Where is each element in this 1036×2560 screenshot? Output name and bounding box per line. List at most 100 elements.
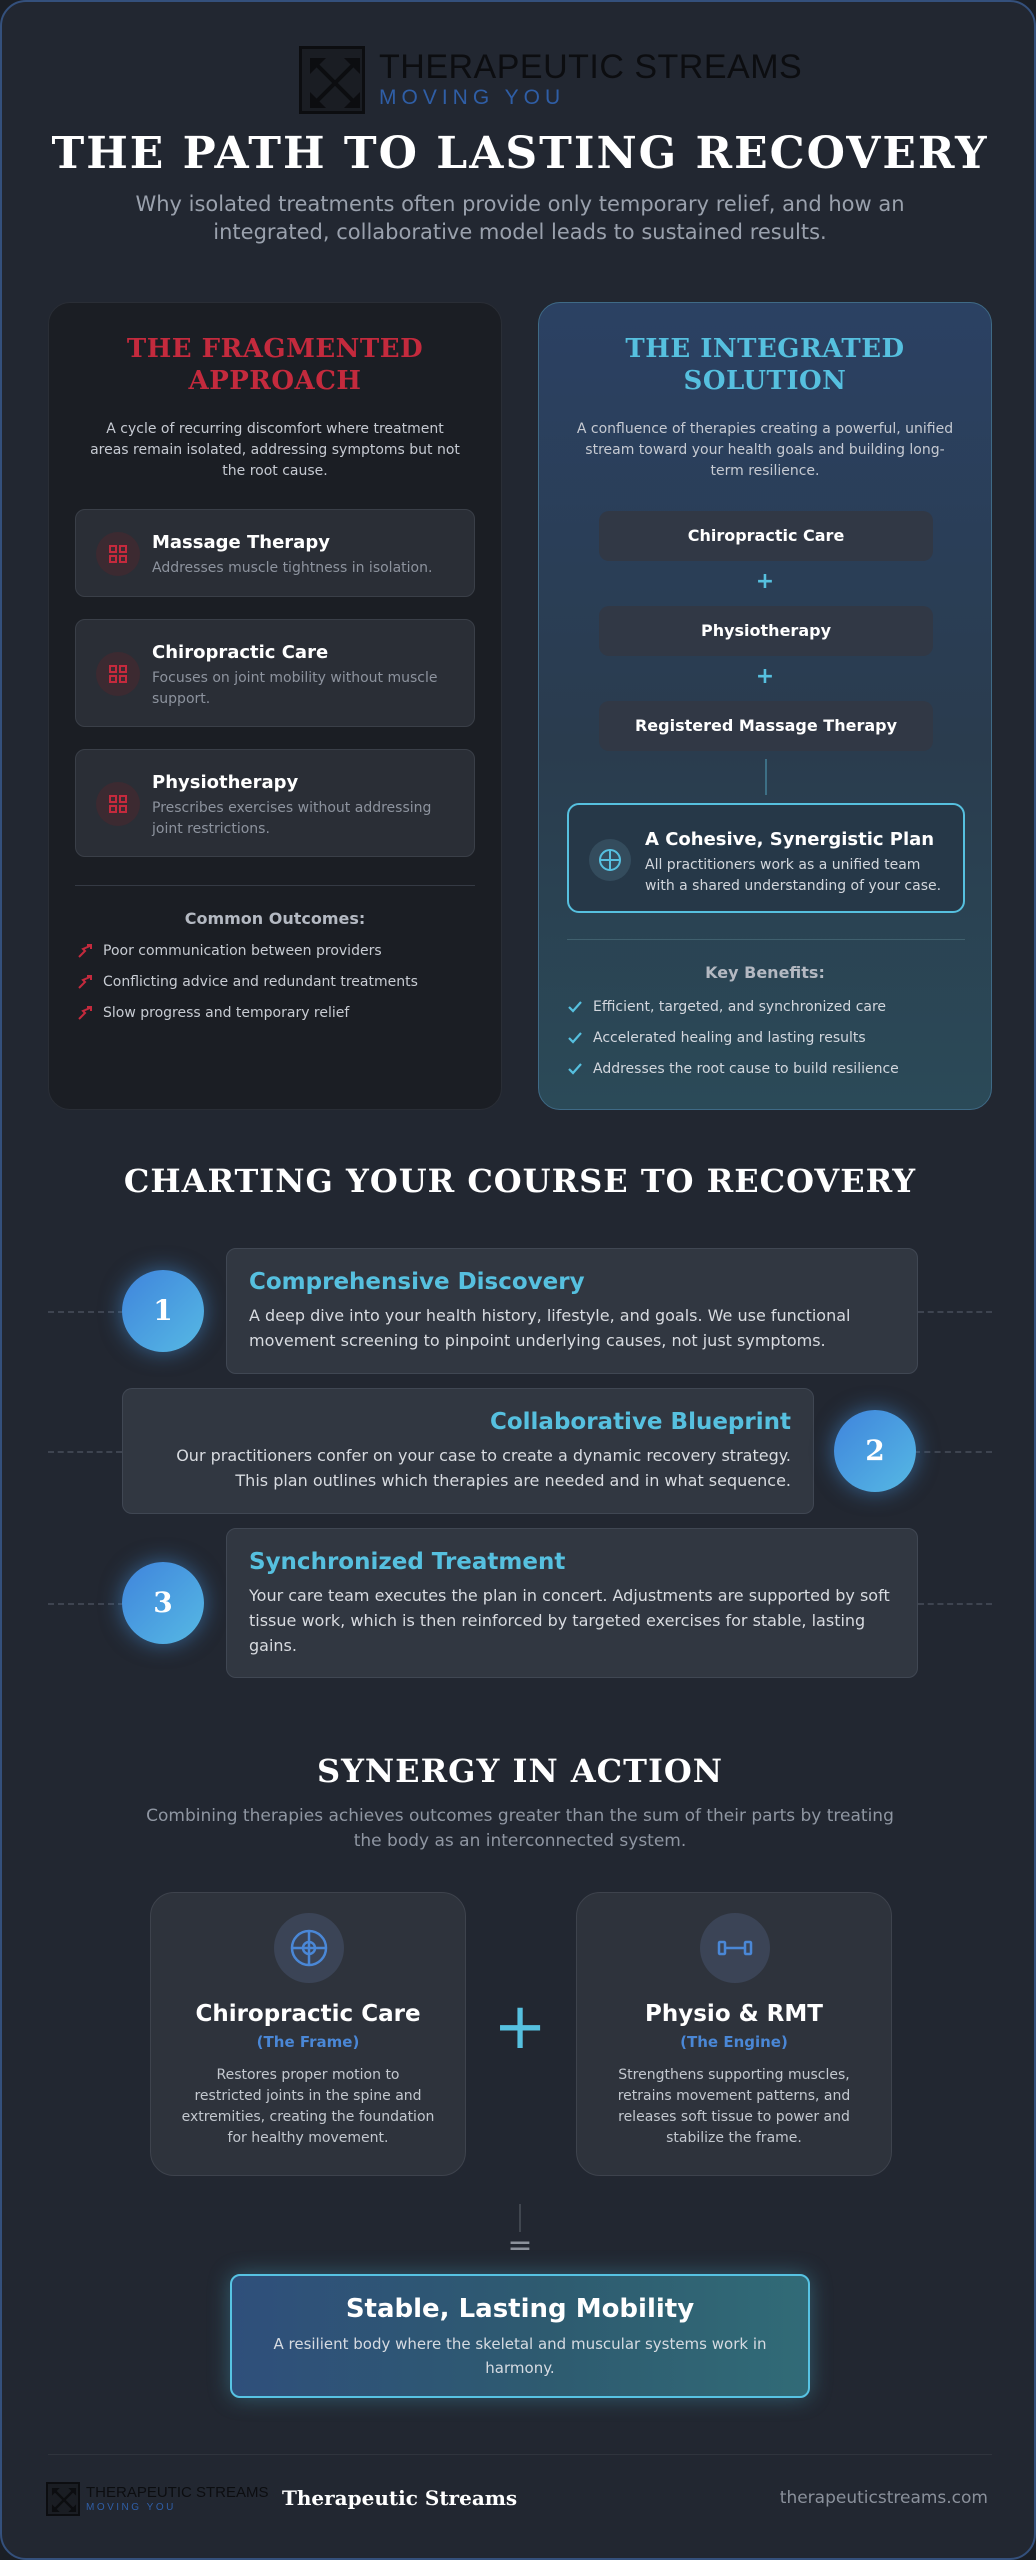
outcome-item: Poor communication between providers — [77, 943, 382, 959]
fragmented-card-title: Physiotherapy — [152, 772, 299, 793]
benefit-item: Accelerated healing and lasting results — [567, 1030, 866, 1046]
plus-sign: + — [755, 664, 775, 689]
synergy-card-title: Chiropractic Care — [195, 2001, 421, 2027]
step-description: Our practitioners confer on your case to… — [176, 1446, 791, 1490]
dashed-line — [914, 1451, 992, 1453]
step-number-1: 1 — [122, 1270, 204, 1352]
crosshair-icon — [589, 839, 631, 881]
benefits-title: Key Benefits: — [705, 963, 825, 982]
brand-logo: THERAPEUTIC STREAMS MOVING YOU — [299, 46, 802, 114]
benefit-item: Addresses the root cause to build resili… — [567, 1061, 899, 1077]
dashed-line — [48, 1311, 124, 1313]
fragmented-card-title: Chiropractic Care — [152, 642, 329, 663]
dumbbell-icon — [700, 1913, 770, 1983]
dashed-line — [48, 1603, 124, 1605]
therapy-pill: Registered Massage Therapy — [599, 701, 933, 751]
step-title: Synchronized Treatment — [249, 1549, 566, 1575]
page-subtitle: Why isolated treatments often provide on… — [135, 192, 905, 244]
fragmented-card-desc: Addresses muscle tightness in isolation. — [152, 560, 433, 576]
check-icon — [568, 1032, 582, 1044]
footer-brand: Therapeutic Streams — [282, 2486, 518, 2510]
step-description: A deep dive into your health history, li… — [249, 1306, 851, 1350]
check-icon — [568, 1063, 582, 1075]
footer-logo-tagline: MOVING YOU — [86, 2502, 176, 2513]
broken-arrow-icon — [78, 944, 92, 958]
step-title: Comprehensive Discovery — [249, 1269, 585, 1295]
integrated-description: A confluence of therapies creating a pow… — [576, 421, 954, 479]
synergy-card-desc: Restores proper motion to restricted joi… — [181, 2067, 435, 2146]
grid-icon — [96, 532, 140, 576]
step-card-3: Synchronized Treatment Your care team ex… — [226, 1528, 918, 1678]
benefit-text: Accelerated healing and lasting results — [593, 1030, 866, 1046]
logo-name: THERAPEUTIC STREAMS — [379, 48, 803, 86]
synergy-card-chiropractic: Chiropractic Care (The Frame) Restores p… — [150, 1892, 466, 2176]
plan-description: All practitioners work as a unified team… — [645, 857, 942, 894]
integrated-title: THE INTEGRATED SOLUTION — [625, 334, 905, 396]
footer-url[interactable]: therapeuticstreams.com — [779, 2488, 988, 2508]
fragmented-description: A cycle of recurring discomfort where tr… — [90, 421, 460, 479]
broken-arrow-icon — [78, 1006, 92, 1020]
footer-divider — [48, 2454, 992, 2455]
synergy-card-role: (The Engine) — [680, 2033, 788, 2051]
synergistic-plan-card: A Cohesive, Synergistic Plan All practit… — [567, 803, 965, 913]
result-card: Stable, Lasting Mobility A resilient bod… — [230, 2274, 810, 2398]
divider — [75, 885, 475, 886]
fragmented-card-desc: Prescribes exercises without addressing … — [152, 800, 432, 837]
divider — [567, 939, 965, 940]
crosshair-icon — [274, 1913, 344, 1983]
fragmented-title: THE FRAGMENTED APPROACH — [126, 334, 424, 396]
plus-sign: + — [755, 569, 775, 594]
outcome-item: Conflicting advice and redundant treatme… — [77, 974, 418, 990]
result-title: Stable, Lasting Mobility — [345, 2294, 695, 2324]
footer-logo-name: THERAPEUTIC STREAMS — [86, 2484, 269, 2501]
integrated-solution-panel: THE INTEGRATED SOLUTION A confluence of … — [538, 302, 992, 1110]
plus-sign: + — [493, 1990, 547, 2064]
footer-logo: THERAPEUTIC STREAMS MOVING YOU — [46, 2482, 269, 2516]
page-title: THE PATH TO LASTING RECOVERY — [51, 128, 989, 179]
synergy-subtitle: Combining therapies achieves outcomes gr… — [146, 1806, 894, 1851]
step-number-3: 3 — [122, 1562, 204, 1644]
result-description: A resilient body where the skeletal and … — [273, 2335, 767, 2377]
synergy-title: SYNERGY IN ACTION — [316, 1752, 724, 1790]
fragmented-card-desc: Focuses on joint mobility without muscle… — [152, 670, 438, 707]
check-icon — [568, 1001, 582, 1013]
benefit-item: Efficient, targeted, and synchronized ca… — [567, 999, 886, 1015]
fragmented-card-massage: Massage Therapy Addresses muscle tightne… — [75, 509, 475, 597]
outcomes-title: Common Outcomes: — [184, 909, 366, 928]
step-description: Your care team executes the plan in conc… — [249, 1586, 890, 1655]
fragmented-card-physiotherapy: Physiotherapy Prescribes exercises witho… — [75, 749, 475, 857]
logo-mark-icon — [46, 2482, 80, 2516]
synergy-card-role: (The Frame) — [256, 2033, 360, 2051]
logo-tagline: MOVING YOU — [379, 86, 566, 109]
step-card-2: Collaborative Blueprint Our practitioner… — [122, 1388, 814, 1514]
grid-icon — [96, 782, 140, 826]
dashed-line — [918, 1311, 992, 1313]
outcome-text: Conflicting advice and redundant treatme… — [103, 974, 418, 990]
logo-mark-icon — [299, 46, 365, 114]
course-title: CHARTING YOUR COURSE TO RECOVERY — [123, 1162, 917, 1200]
fragmented-card-title: Massage Therapy — [152, 532, 330, 553]
grid-icon — [96, 652, 140, 696]
therapy-pill: Physiotherapy — [599, 606, 933, 656]
equals-sign: = — [507, 2228, 533, 2263]
benefit-text: Efficient, targeted, and synchronized ca… — [593, 999, 887, 1015]
benefit-text: Addresses the root cause to build resili… — [593, 1061, 899, 1077]
outcome-text: Slow progress and temporary relief — [103, 1005, 350, 1021]
fragmented-card-chiropractic: Chiropractic Care Focuses on joint mobil… — [75, 619, 475, 727]
step-number-2: 2 — [834, 1410, 916, 1492]
connector-line — [519, 2204, 521, 2232]
step-title: Collaborative Blueprint — [489, 1409, 791, 1435]
connector-line — [765, 759, 767, 795]
outcome-item: Slow progress and temporary relief — [77, 1005, 349, 1021]
therapy-pill: Chiropractic Care — [599, 511, 933, 561]
synergy-card-physio-rmt: Physio & RMT (The Engine) Strengthens su… — [576, 1892, 892, 2176]
broken-arrow-icon — [78, 975, 92, 989]
fragmented-approach-panel: THE FRAGMENTED APPROACH A cycle of recur… — [48, 302, 502, 1110]
step-card-1: Comprehensive Discovery A deep dive into… — [226, 1248, 918, 1374]
synergy-card-title: Physio & RMT — [645, 2001, 823, 2027]
synergy-card-desc: Strengthens supporting muscles, retrains… — [617, 2067, 851, 2146]
dashed-line — [48, 1451, 122, 1453]
plan-title: A Cohesive, Synergistic Plan — [645, 829, 935, 850]
outcome-text: Poor communication between providers — [103, 943, 382, 959]
